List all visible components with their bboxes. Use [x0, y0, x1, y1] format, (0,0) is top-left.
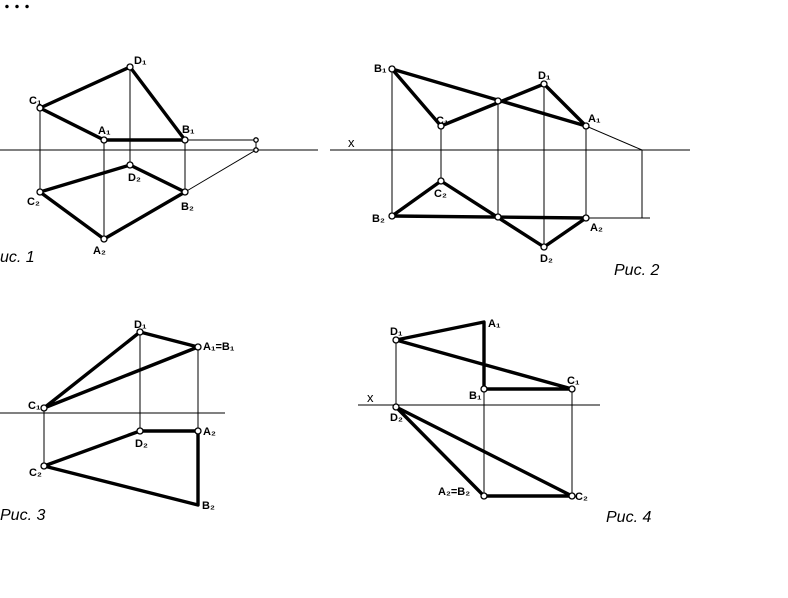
fig1-label-d2: D₂ [128, 172, 141, 184]
fig1-bottom-projection [38, 163, 187, 241]
fig2-point-a1 [582, 122, 590, 130]
fig2-point-b1 [388, 65, 396, 73]
fig4-label-c2: C₂ [575, 491, 588, 503]
fig3-label-c1: C₁ [28, 400, 41, 412]
fig2-label-d2: D₂ [540, 253, 553, 265]
fig2-aux-d [585, 125, 643, 151]
fig4-caption: Рис. 4 [606, 509, 651, 526]
fig3-label-a2: A₂ [203, 426, 216, 438]
fig1-label-c2: C₂ [27, 196, 40, 208]
fig3-label-d1: D₁ [134, 319, 147, 331]
fig1-caption: ис. 1 [0, 249, 35, 266]
fig2-point-b2 [388, 212, 396, 220]
fig4-point-b1 [480, 385, 488, 393]
fig2-point-d2 [540, 243, 548, 251]
fig3-label-a1b1: A₁=B₁ [203, 341, 235, 353]
fig2-point-d1 [540, 80, 548, 88]
fig4-label-d1: D₁ [390, 326, 403, 338]
fig1-point-aux2 [253, 147, 259, 153]
fig2-point-c2 [437, 177, 445, 185]
fig1-point-b2 [181, 188, 189, 196]
bottom-cut-text: … [2, 580, 32, 598]
fig2-label-a2: A₂ [590, 222, 603, 234]
fig1-point-a2 [100, 235, 108, 243]
fig3-label-c2: C₂ [29, 467, 42, 479]
fig1-label-b2: B₂ [181, 201, 194, 213]
fig3-label-d2: D₂ [135, 438, 148, 450]
figure-2: x B₁ C₁ D₁ A₁ C₂ B₂ A₂ D₂ [330, 63, 690, 279]
fig3-point-d2 [136, 427, 144, 435]
fig3-point-a2 [194, 427, 202, 435]
fig2-top-ba [390, 67, 588, 128]
fig4-point-c2 [568, 492, 576, 500]
fig2-point-c1 [437, 122, 445, 130]
fig1-point-d1 [126, 63, 134, 71]
fig3-point-d1 [136, 328, 144, 336]
fig3-bottom-projection [42, 429, 200, 507]
fig1-top-projection [38, 65, 187, 142]
fig3-point-a1b1 [194, 343, 202, 351]
fig2-point-k2 [494, 213, 502, 221]
fig1-point-d2 [126, 161, 134, 169]
fig4-top-projection [394, 320, 574, 391]
fig2-label-b2: B₂ [372, 213, 385, 225]
fig2-caption: Рис. 2 [614, 262, 659, 279]
fig1-point-a1 [100, 136, 108, 144]
fig3-label-b2: B₂ [202, 500, 215, 512]
fig2-label-c1: C₁ [436, 115, 449, 127]
fig1-point-c2 [36, 188, 44, 196]
fig1-label-a2: A₂ [93, 245, 106, 257]
fig4-label-d2: D₂ [390, 412, 403, 424]
fig4-point-d2 [392, 403, 400, 411]
figure-4: x D₁ A₁ C₁ B₁ D₂ A₂=B₂ C₂ Рис. 4 [358, 318, 651, 526]
fig2-point-a2 [582, 214, 590, 222]
fig1-point-c1 [36, 104, 44, 112]
fig2-label-c2: C₂ [434, 188, 447, 200]
fig3-top-projection [42, 330, 200, 410]
figure-1: C₁ D₁ A₁ B₁ C₂ D₂ B₂ A₂ ис. 1 [0, 55, 318, 266]
fig3-point-c2 [40, 462, 48, 470]
fig2-label-a1: A₁ [588, 113, 601, 125]
fig4-label-a1: A₁ [488, 318, 501, 330]
fig1-label-b1: B₁ [182, 124, 195, 136]
fig1-point-aux1 [253, 137, 259, 143]
top-cut-text: … [2, 0, 32, 15]
fig4-bottom-projection [394, 405, 574, 498]
fig4-label-b1: B₁ [469, 390, 482, 402]
fig4-point-c1 [568, 385, 576, 393]
fig1-aux-d [184, 149, 257, 193]
fig1-label-a1: A₁ [98, 125, 111, 137]
fig2-top-bcda [390, 67, 588, 128]
fig3-caption: Рис. 3 [0, 507, 45, 524]
fig2-point-k1 [494, 97, 502, 105]
fig1-point-b1 [181, 136, 189, 144]
figure-3: D₁ A₁=B₁ C₁ D₂ A₂ C₂ B₂ Рис. 3 [0, 319, 235, 524]
fig4-point-a2b2 [480, 492, 488, 500]
fig1-label-c1: C₁ [29, 95, 42, 107]
fig4-point-d1 [392, 336, 400, 344]
fig2-bottom-bcda [390, 179, 588, 249]
fig2-label-d1: D₁ [538, 70, 551, 82]
fig4-label-a2b2: A₂=B₂ [438, 486, 470, 498]
fig2-label-b1: B₁ [374, 63, 387, 75]
fig4-label-c1: C₁ [567, 375, 580, 387]
fig2-bottom-ba [390, 214, 588, 220]
fig4-axis-label: x [367, 390, 374, 405]
fig1-label-d1: D₁ [134, 55, 147, 67]
fig3-point-c1 [40, 404, 48, 412]
fig2-axis-label: x [348, 135, 355, 150]
